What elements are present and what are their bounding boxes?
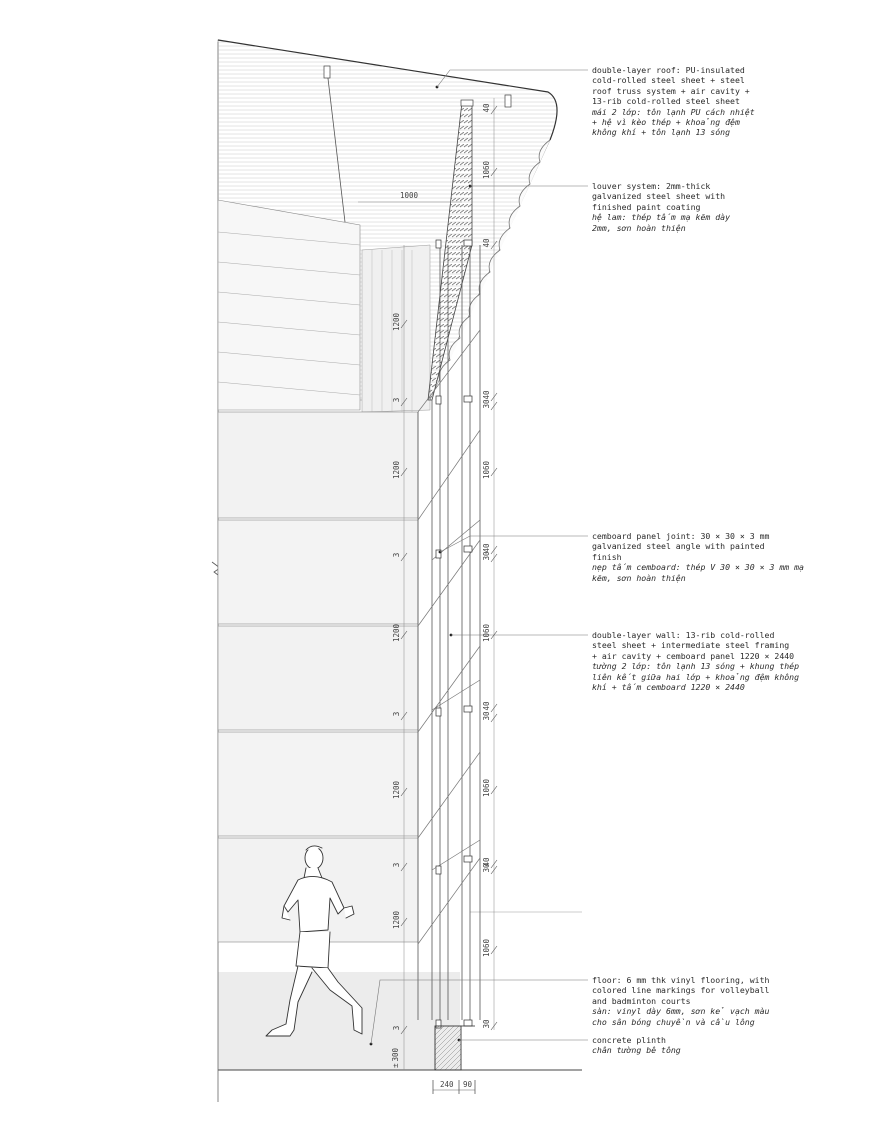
dimension-tick <box>490 1021 498 1031</box>
roof-strut <box>326 69 346 223</box>
wall-annotation-vi: tường 2 lớp: tôn lạnh 13 sóng + khung th… <box>592 661 800 693</box>
dimension-label: 1200 <box>392 312 401 331</box>
left-level-label: ±300 <box>391 1047 400 1068</box>
dimension-label: 1060 <box>482 938 491 957</box>
truss-verticals <box>371 250 413 412</box>
dimension-label: 40 <box>482 238 491 248</box>
roof-scallops <box>438 139 551 383</box>
bottom-dimension-offset: 90 <box>463 1080 473 1089</box>
floor-annotation-en: floor: 6 mm thk vinyl flooring, with col… <box>592 975 770 1006</box>
plinth-annotation: concrete plinth chân tường bê tông <box>592 1035 872 1056</box>
dimension-tick <box>400 552 408 562</box>
joint-annotation-vi: nẹp tấm cemboard: thép V 30 × 30 × 3 mm … <box>592 562 804 583</box>
dimension-tick <box>400 711 408 721</box>
bottom-dimension-plinth: 240 <box>440 1080 454 1089</box>
dimension-label: 1200 <box>392 623 401 642</box>
dimension-tick <box>490 865 498 875</box>
louver-top-cap <box>460 99 474 107</box>
dimension-label: 30 <box>482 711 491 721</box>
dimension-tick <box>490 105 498 115</box>
dimension-tick <box>400 917 408 927</box>
bottom-dimension-ticks <box>432 1080 476 1094</box>
dimension-tick <box>490 703 498 713</box>
dimension-tick <box>490 553 498 563</box>
dimension-label: 30 <box>482 863 491 873</box>
dimension-tick <box>400 319 408 329</box>
right-dimension-labels: 4010604040301060403010604030106040301060… <box>482 103 491 1029</box>
dimension-label: 1060 <box>482 778 491 797</box>
wall-diagonals <box>417 329 481 945</box>
dimension-label: 3 <box>392 712 401 717</box>
roof-edge <box>217 39 558 141</box>
dimension-label: 40 <box>482 857 491 867</box>
wall-annotation-en: double-layer wall: 13-rib cold-rolled st… <box>592 630 795 661</box>
wall-annotation: double-layer wall: 13-rib cold-rolled st… <box>592 630 872 692</box>
left-dimension-labels: 1200 3 1200 3 1200 3 1200 3 1200 3 <box>392 312 401 1030</box>
joint-annotation: cemboard panel joint: 30 × 30 × 3 mm gal… <box>592 531 872 583</box>
louver-annotation: louver system: 2mm-thick galvanized stee… <box>592 181 872 233</box>
louver-annotation-en: louver system: 2mm-thick galvanized stee… <box>592 181 726 212</box>
dimension-tick <box>400 862 408 872</box>
dimension-label: 40 <box>482 390 491 400</box>
dimension-label: 40 <box>482 701 491 711</box>
dimension-tick <box>490 467 498 477</box>
plinth-annotation-vi: chân tường bê tông <box>592 1045 681 1056</box>
dimension-tick <box>400 1025 408 1035</box>
panel-joint-angles <box>435 239 473 1029</box>
concrete-plinth <box>434 1025 462 1071</box>
running-person-figure <box>265 845 363 1037</box>
roof-annotation-en: double-layer roof: PU-insulated cold-rol… <box>592 65 750 107</box>
roof-strut-bracket <box>323 65 331 79</box>
cemboard-panel-3 <box>217 625 419 731</box>
roof-eave-bracket <box>504 94 512 108</box>
dimension-tick <box>400 467 408 477</box>
dimension-label: 40 <box>482 103 491 113</box>
roof-truss-column <box>361 244 431 413</box>
cemboard-panel-2 <box>217 519 419 625</box>
interior-roof-ribs <box>217 231 361 396</box>
right-dimension-ticks <box>490 105 498 1031</box>
dimension-tick <box>490 713 498 723</box>
floor-annotation: floor: 6 mm thk vinyl flooring, with col… <box>592 975 872 1027</box>
floor-annotation-vi: sàn: vinyl dày 6mm, sơn kẻ vạch màu cho … <box>592 1006 770 1027</box>
dimension-tick <box>400 397 408 407</box>
dimension-label: 1060 <box>482 460 491 479</box>
dimension-tick <box>490 785 498 795</box>
dimension-label: 1060 <box>482 623 491 642</box>
dimension-label: 3 <box>392 398 401 403</box>
roof-annotation: double-layer roof: PU-insulated cold-rol… <box>592 65 872 138</box>
dimension-tick <box>490 545 498 555</box>
dimension-label: 3 <box>392 863 401 868</box>
dimension-label: 40 <box>482 543 491 553</box>
dimension-label: 30 <box>482 399 491 409</box>
dimension-label: 3 <box>392 553 401 558</box>
dimension-tick <box>400 787 408 797</box>
top-dimension-label: 1000 <box>400 191 419 200</box>
dimension-tick <box>490 240 498 250</box>
roof-annotation-vi: mái 2 lớp: tôn lạnh PU cách nhiệt + hệ v… <box>592 106 755 138</box>
dimension-tick <box>490 392 498 402</box>
dimension-tick <box>490 167 498 177</box>
dimension-label: 1060 <box>482 160 491 179</box>
dimension-label: 30 <box>482 1019 491 1029</box>
dimension-tick <box>490 859 498 869</box>
dimension-label: 30 <box>482 551 491 561</box>
dimension-tick <box>490 630 498 640</box>
dimension-label: 1200 <box>392 910 401 929</box>
dimension-tick <box>490 945 498 955</box>
left-dimension-ticks <box>400 319 408 1035</box>
plinth-annotation-en: concrete plinth <box>592 1035 666 1045</box>
dimension-tick <box>490 401 498 411</box>
interior-roof-block <box>217 199 361 411</box>
dimension-tick <box>400 630 408 640</box>
leader-lines <box>370 69 588 1045</box>
joint-annotation-en: cemboard panel joint: 30 × 30 × 3 mm gal… <box>592 531 770 562</box>
cemboard-panel-1 <box>217 411 419 519</box>
dimension-label: 1200 <box>392 780 401 799</box>
cemboard-panel-4 <box>217 731 419 837</box>
louver-annotation-vi: hệ lam: thép tấm mạ kẽm dày 2mm, sơn hoà… <box>592 212 731 233</box>
dimension-label: 3 <box>392 1026 401 1031</box>
dimension-label: 1200 <box>392 460 401 479</box>
